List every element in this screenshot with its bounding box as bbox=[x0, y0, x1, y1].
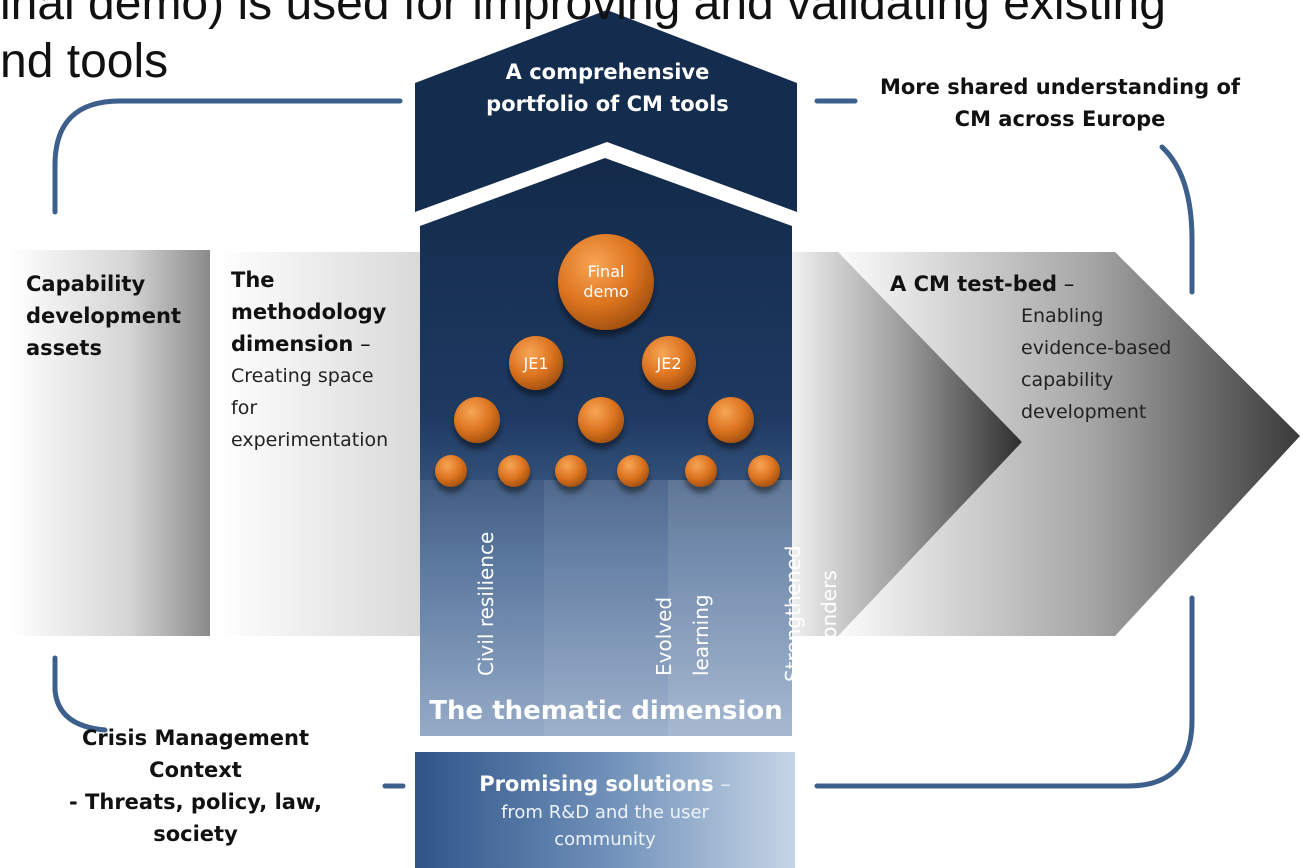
theme-evolved-line-1: Evolved bbox=[652, 596, 676, 676]
methodology-title-1: The bbox=[231, 268, 275, 292]
final-demo-node bbox=[558, 234, 654, 330]
capability-line-3: assets bbox=[26, 336, 102, 360]
crisis-line-4: society bbox=[153, 822, 238, 846]
crisis-context-label: Crisis Management Context - Threats, pol… bbox=[58, 722, 333, 850]
crisis-line-2: Context bbox=[149, 758, 242, 782]
portfolio-line-1: A comprehensive bbox=[505, 60, 710, 84]
methodology-desc-2: for bbox=[231, 397, 258, 419]
level4-node bbox=[617, 455, 649, 487]
je1-node bbox=[509, 336, 563, 390]
solutions-box bbox=[415, 752, 795, 868]
testbed-label: A CM test-bed – Enabling evidence-based … bbox=[890, 268, 1210, 428]
connector-bottom-left bbox=[52, 655, 108, 733]
solutions-desc-1: from R&D and the user bbox=[501, 802, 709, 823]
portfolio-line-2: portfolio of CM tools bbox=[486, 92, 729, 116]
level3-node bbox=[454, 397, 500, 443]
portfolio-house bbox=[415, 10, 797, 212]
methodology-dash: – bbox=[353, 332, 371, 356]
solutions-title: Promising solutions bbox=[479, 772, 714, 796]
methodology-label: The methodology dimension – Creating spa… bbox=[231, 264, 416, 456]
methodology-title-3-row: dimension – bbox=[231, 328, 416, 360]
thematic-column bbox=[420, 158, 792, 736]
crisis-line-3: - Threats, policy, law, bbox=[69, 790, 322, 814]
methodology-desc-1: Creating space bbox=[231, 365, 374, 387]
shared-understanding-label: More shared understanding of CM across E… bbox=[855, 71, 1265, 135]
theme-strengthened-line-2: responders bbox=[817, 570, 841, 682]
capability-line-2: development bbox=[26, 304, 181, 328]
testbed-title: A CM test-bed bbox=[890, 272, 1058, 296]
solutions-title-row: Promising solutions – bbox=[415, 769, 795, 799]
crisis-line-1: Crisis Management bbox=[81, 726, 310, 750]
connector-right-bottom bbox=[814, 595, 1195, 789]
capability-panel bbox=[10, 250, 210, 636]
solutions-label: Promising solutions – from R&D and the u… bbox=[415, 769, 795, 853]
testbed-title-row: A CM test-bed – bbox=[890, 268, 1210, 300]
level4-node bbox=[555, 455, 587, 487]
final-demo-line-1: Final bbox=[587, 262, 625, 281]
theme-strengthened-line-1: Strengthened bbox=[781, 545, 805, 682]
chevron-arrow-back bbox=[790, 252, 1022, 636]
testbed-desc-3: capability bbox=[1021, 369, 1114, 391]
level4-node bbox=[435, 455, 467, 487]
level4-node bbox=[685, 455, 717, 487]
methodology-desc-3: experimentation bbox=[231, 429, 389, 451]
testbed-dash: – bbox=[1057, 272, 1075, 296]
testbed-desc-1: Enabling bbox=[1021, 305, 1104, 327]
solutions-dash: – bbox=[713, 772, 731, 796]
shared-understanding-line-1: More shared understanding of bbox=[879, 75, 1241, 99]
final-demo-line-2: demo bbox=[583, 282, 629, 301]
connector-top-left bbox=[52, 98, 403, 215]
theme-band-1 bbox=[420, 480, 544, 736]
heading-line-2: nd tools bbox=[0, 35, 169, 88]
je1-label: JE1 bbox=[523, 354, 549, 373]
methodology-title-2: methodology bbox=[231, 300, 387, 324]
methodology-title-3: dimension bbox=[231, 332, 354, 356]
heading-line-1: inal demo) is used for improving and val… bbox=[0, 0, 1166, 30]
capability-line-1: Capability bbox=[26, 272, 146, 296]
testbed-desc-4: development bbox=[1021, 401, 1147, 423]
theme-band-2 bbox=[544, 480, 668, 736]
chevron-arrow-front bbox=[838, 252, 1300, 636]
connector-right-top bbox=[1159, 144, 1195, 295]
portfolio-label: A comprehensive portfolio of CM tools bbox=[430, 56, 785, 120]
level4-node bbox=[498, 455, 530, 487]
theme-evolved-line-2: learning bbox=[689, 594, 713, 676]
je2-node bbox=[642, 336, 696, 390]
capability-assets-label: Capability development assets bbox=[26, 268, 181, 364]
je2-label: JE2 bbox=[656, 354, 682, 373]
solutions-desc-2: community bbox=[554, 829, 656, 850]
methodology-panel bbox=[215, 252, 425, 636]
level3-node bbox=[708, 397, 754, 443]
testbed-desc-2: evidence-based bbox=[1021, 337, 1172, 359]
shared-understanding-line-2: CM across Europe bbox=[954, 107, 1166, 131]
thematic-dimension-title: The thematic dimension bbox=[429, 696, 783, 726]
final-demo-label: Final demo bbox=[566, 262, 646, 302]
level4-node bbox=[748, 455, 780, 487]
theme-civil-resilience: Civil resilience bbox=[474, 531, 498, 676]
theme-band-3 bbox=[668, 480, 792, 736]
level3-node bbox=[578, 397, 624, 443]
